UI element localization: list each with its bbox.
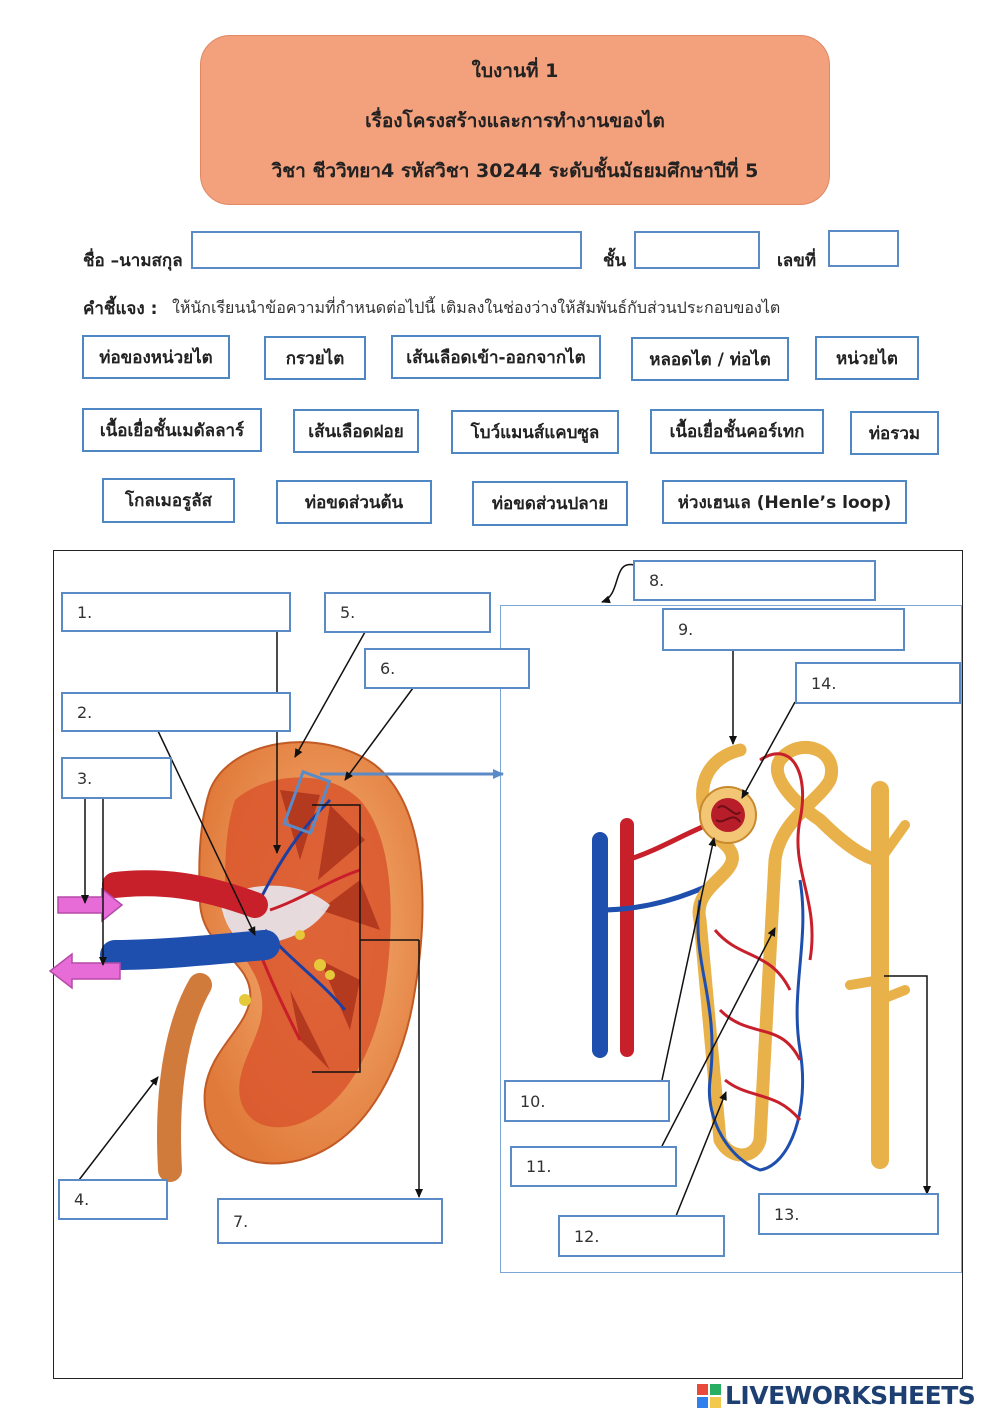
answer-number: 3. bbox=[77, 768, 93, 788]
kidney-cross-section bbox=[198, 741, 424, 1165]
class-label: ชั้น bbox=[603, 251, 627, 271]
word-bank-item[interactable]: โกลเมอรูลัส bbox=[102, 478, 235, 523]
word-bank-item[interactable]: หลอดไต / ท่อไต bbox=[631, 337, 789, 381]
answer-box-6[interactable]: 6. bbox=[364, 648, 530, 689]
answer-number: 7. bbox=[233, 1211, 249, 1231]
class-field[interactable] bbox=[634, 231, 760, 269]
instructions-text: ให้นักเรียนนำข้อความที่กำหนดต่อไปนี้ เติ… bbox=[172, 298, 781, 317]
worksheet-header: ใบงานที่ 1 เรื่องโครงสร้างและการทำงานของ… bbox=[200, 35, 830, 205]
answer-box-10[interactable]: 10. bbox=[504, 1080, 670, 1122]
ureter bbox=[157, 973, 212, 1182]
name-field[interactable] bbox=[191, 231, 582, 269]
answer-number: 2. bbox=[77, 702, 93, 722]
answer-number: 11. bbox=[526, 1157, 552, 1176]
word-bank-item[interactable]: ท่อขดส่วนต้น bbox=[276, 480, 432, 524]
word-bank-item[interactable]: ท่อของหน่วยไต bbox=[82, 335, 230, 379]
answer-box-4[interactable]: 4. bbox=[58, 1179, 168, 1220]
liveworksheets-logo: LIVEWORKSHEETS bbox=[697, 1381, 976, 1410]
answer-box-7[interactable]: 7. bbox=[217, 1198, 443, 1244]
answer-box-3[interactable]: 3. bbox=[61, 757, 172, 799]
answer-number: 1. bbox=[77, 602, 93, 622]
answer-number: 8. bbox=[649, 571, 665, 590]
renal-vein bbox=[100, 930, 280, 970]
answer-number: 12. bbox=[574, 1226, 600, 1246]
word-bank-item[interactable]: หน่วยไต bbox=[815, 336, 919, 380]
answer-number: 9. bbox=[678, 620, 694, 639]
renal-artery bbox=[102, 870, 268, 918]
answer-box-9[interactable]: 9. bbox=[662, 608, 905, 651]
word-bank-item[interactable]: ท่อขดส่วนปลาย bbox=[472, 481, 628, 526]
nephron-illustration bbox=[592, 740, 910, 1172]
word-bank-item[interactable]: เส้นเลือดเข้า-ออกจากไต bbox=[391, 335, 601, 379]
answer-box-8[interactable]: 8. bbox=[633, 560, 876, 601]
word-bank-item[interactable]: เนื้อเยื่อชั้นเมดัลลาร์ bbox=[82, 408, 262, 452]
answer-number: 14. bbox=[811, 673, 837, 693]
word-bank-item[interactable]: ท่อรวม bbox=[850, 411, 939, 455]
name-label: ชื่อ –นามสกุล bbox=[83, 251, 183, 271]
arrow-out-icon bbox=[48, 952, 121, 990]
number-label: เลขที่ bbox=[777, 251, 817, 271]
worksheet-number: ใบงานที่ 1 bbox=[471, 60, 559, 82]
word-bank-item[interactable]: กรวยไต bbox=[264, 336, 366, 380]
number-field[interactable] bbox=[828, 230, 899, 267]
answer-number: 6. bbox=[380, 659, 396, 678]
answer-box-1[interactable]: 1. bbox=[61, 592, 291, 632]
answer-number: 5. bbox=[340, 603, 356, 622]
course-info: วิชา ชีววิทยา4 รหัสวิชา 30244 ระดับชั้นม… bbox=[271, 160, 759, 182]
answer-box-13[interactable]: 13. bbox=[758, 1193, 939, 1235]
word-bank-item[interactable]: โบว์แมนส์แคบซูล bbox=[451, 410, 619, 454]
logo-icon bbox=[697, 1383, 721, 1408]
diagram-frame bbox=[53, 550, 963, 1379]
answer-box-14[interactable]: 14. bbox=[795, 662, 961, 704]
instructions-label: คำชี้แจง : bbox=[83, 299, 158, 319]
word-bank-item[interactable]: เนื้อเยื่อชั้นคอร์เทก bbox=[650, 409, 824, 454]
answer-box-11[interactable]: 11. bbox=[510, 1146, 677, 1187]
nephron-inset-frame bbox=[500, 605, 962, 1273]
answer-number: 10. bbox=[520, 1091, 546, 1111]
worksheet-topic: เรื่องโครงสร้างและการทำงานของไต bbox=[365, 110, 665, 132]
answer-number: 13. bbox=[774, 1204, 800, 1224]
answer-box-2[interactable]: 2. bbox=[61, 692, 291, 732]
answer-box-12[interactable]: 12. bbox=[558, 1215, 725, 1257]
word-bank-item[interactable]: เส้นเลือดฝอย bbox=[293, 409, 419, 453]
arrow-in-icon bbox=[57, 887, 124, 923]
word-bank-item[interactable]: ห่วงเฮนเล (Henle’s loop) bbox=[662, 480, 907, 524]
answer-number: 4. bbox=[74, 1190, 90, 1209]
answer-box-5[interactable]: 5. bbox=[324, 592, 491, 633]
liveworksheets-wordmark: LIVEWORKSHEETS bbox=[725, 1381, 976, 1410]
